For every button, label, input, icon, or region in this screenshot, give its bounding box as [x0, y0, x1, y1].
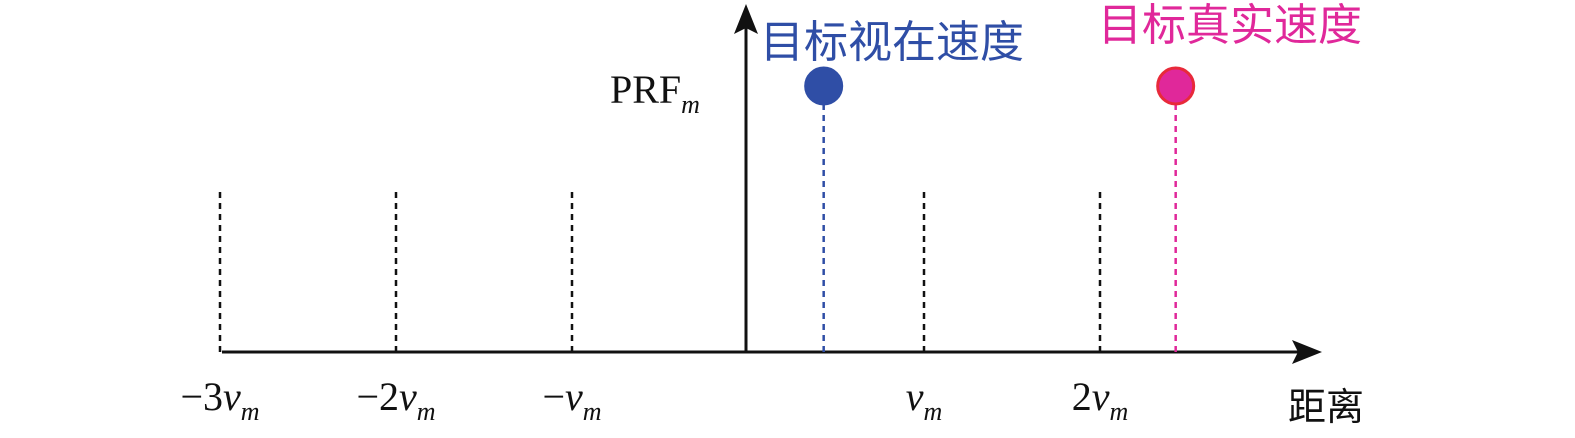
- true-velocity-marker: [1156, 66, 1196, 106]
- tick-label: −vm: [542, 374, 601, 426]
- y-axis-label: PRFm: [610, 67, 700, 119]
- tick-label: vm: [906, 374, 943, 426]
- tick-label: 2vm: [1072, 374, 1129, 426]
- x-axis-label: 距离: [1288, 387, 1364, 429]
- tick-label: −3vm: [180, 374, 259, 426]
- x-axis-arrow-icon: [1292, 340, 1322, 364]
- apparent-velocity-label: 目标视在速度: [760, 18, 1024, 67]
- y-axis-arrow-icon: [734, 4, 758, 34]
- true-velocity-label: 目标真实速度: [1098, 1, 1362, 50]
- tick-label: −2vm: [356, 374, 435, 426]
- apparent-velocity-marker: [804, 66, 844, 106]
